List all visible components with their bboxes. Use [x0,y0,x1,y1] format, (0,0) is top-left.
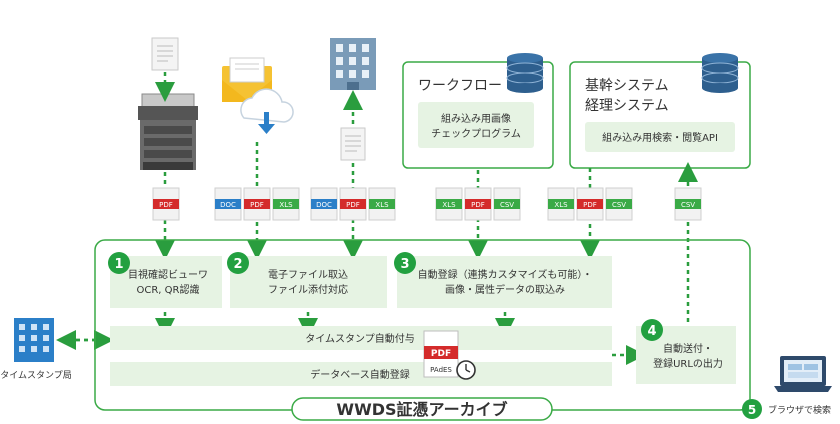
step-1-number: 1 [114,257,123,272]
pdf-file-icon: PDF [243,187,271,221]
step-3-line1: 自動登録（連携カスタマイズも可能）・ [418,268,593,281]
step-1-line2: OCR, QR認識 [137,283,200,296]
step-2-box: 2 電子ファイル取込 ファイル添付対応 [227,252,387,308]
printer-icon [138,93,198,170]
workflow-inner-line1: 組み込み用画像 [441,112,511,125]
erp-inner: 組み込み用検索・閲覧API [602,131,718,144]
xls-file-icon: XLS [547,187,575,221]
xls-file-icon: XLS [272,187,300,221]
doc-file-icon: DOC [310,187,338,221]
pdf-file-icon: PDF [152,187,180,221]
doc-file-icon: DOC [214,187,242,221]
timestamp-bar: タイムスタンプ自動付与 [110,326,612,350]
archive-title: WWDS証憑アーカイブ [336,400,507,419]
erp-title-line2: 経理システム [585,98,669,114]
archive-title-pill: WWDS証憑アーカイブ [291,397,553,421]
cloud-download-icon [240,88,294,134]
database-bar-label: データベース自動登録 [310,368,410,381]
step-4-line1: 自動送付・ [663,342,713,355]
database-icon [506,53,544,93]
step-1-line1: 目視確認ビューワ [128,268,208,281]
step-4-number: 4 [647,324,656,339]
pdf-pades-icon: PDF PAdES [423,330,476,380]
timestamp-authority-building-icon [14,318,54,362]
workflow-title: ワークフロー [418,78,502,94]
svg-text:PDF: PDF [159,201,173,209]
laptop-icon [774,356,832,392]
database-bar: データベース自動登録 [110,362,612,386]
svg-text:CSV: CSV [681,201,695,209]
svg-text:CSV: CSV [612,201,626,209]
step-3-box: 3 自動登録（連携カスタマイズも可能）・ 画像・属性データの取込み [394,252,612,308]
svg-text:PDF: PDF [250,201,264,209]
svg-text:XLS: XLS [442,201,456,209]
step-2-line2: ファイル添付対応 [268,283,348,296]
pdf-badge-top: PDF [431,349,451,359]
csv-file-icon: CSV [605,187,633,221]
step-2-line1: 電子ファイル取込 [268,269,348,281]
step-5-label: ブラウザで検索 [768,404,831,416]
svg-text:PDF: PDF [471,201,485,209]
svg-text:PDF: PDF [583,201,597,209]
pdf-badge-bottom: PAdES [430,366,452,374]
timestamp-bar-label: タイムスタンプ自動付与 [305,332,415,345]
timestamp-authority-label: タイムスタンプ局 [0,370,72,381]
building-icon [330,38,376,90]
step-5-number: 5 [748,403,756,417]
csv-file-icon: CSV [674,187,702,221]
svg-text:XLS: XLS [279,201,293,209]
pdf-file-icon: PDF [464,187,492,221]
xls-file-icon: XLS [435,187,463,221]
document-icon [340,127,366,161]
xls-file-icon: XLS [368,187,396,221]
svg-text:DOC: DOC [220,201,236,209]
pdf-file-icon: PDF [576,187,604,221]
step-2-number: 2 [233,257,242,272]
step-3-number: 3 [400,257,409,272]
database-icon [701,53,739,93]
svg-text:XLS: XLS [375,201,389,209]
step-1-box: 1 目視確認ビューワ OCR, QR認識 [108,252,222,308]
file-tags: PDF DOC PDF XLS DOC PDF XLS XLS PDF CSV … [152,187,702,221]
svg-text:XLS: XLS [554,201,568,209]
svg-text:CSV: CSV [500,201,514,209]
step-4-box: 4 自動送付・ 登録URLの出力 [636,319,736,384]
step-3-line2: 画像・属性データの取込み [445,283,565,296]
csv-file-icon: CSV [493,187,521,221]
step-5: 5 ブラウザで検索 [742,399,831,419]
pdf-file-icon: PDF [339,187,367,221]
workflow-inner-line2: チェックプログラム [431,127,521,140]
document-icon [151,37,179,71]
svg-text:DOC: DOC [316,201,332,209]
erp-title-line1: 基幹システム [585,77,669,94]
step-4-line2: 登録URLの出力 [653,357,723,370]
svg-text:PDF: PDF [346,201,360,209]
